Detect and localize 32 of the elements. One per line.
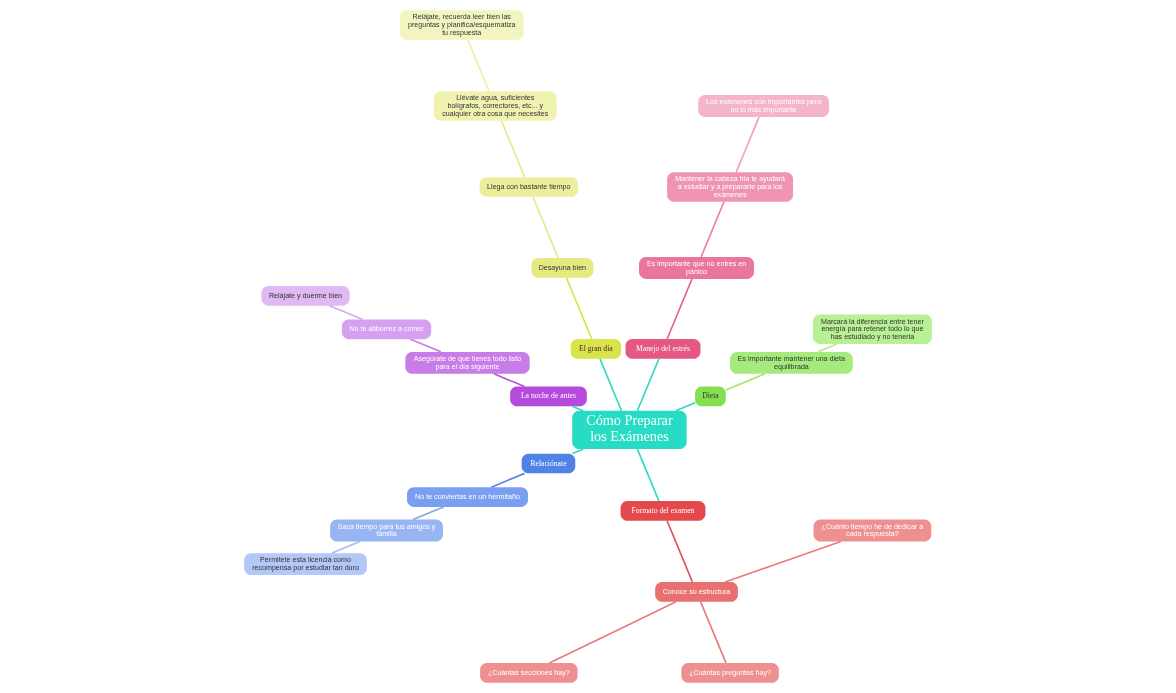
node-box: Cómo Preparar los Exámenes [572, 410, 687, 450]
connector [666, 278, 693, 340]
node-box: El gran día [570, 339, 622, 359]
node-box: Manejo del estrés [625, 339, 701, 359]
node-box: Relaciónate [521, 453, 576, 474]
connector [700, 201, 725, 258]
connector [599, 358, 623, 412]
connector [412, 506, 445, 521]
connector [735, 116, 760, 173]
connector [328, 304, 364, 321]
connector [725, 373, 766, 391]
connector [571, 448, 584, 455]
node-box: La noche de antes [510, 386, 587, 407]
connector [699, 601, 727, 664]
connector [500, 120, 526, 178]
connector [409, 338, 442, 353]
connector [493, 373, 526, 388]
node-box: Formato del examen [620, 501, 706, 521]
connector [565, 277, 593, 340]
connector [331, 540, 361, 554]
connector [490, 472, 526, 488]
connector [636, 358, 660, 412]
connector [532, 196, 560, 259]
node-box: Dieta [695, 386, 726, 407]
connector [675, 401, 696, 412]
connector [724, 540, 842, 583]
connector [817, 343, 838, 353]
connector [666, 520, 694, 583]
connector [467, 39, 490, 92]
connector [571, 405, 584, 412]
connector [636, 448, 660, 502]
connector [548, 601, 677, 664]
